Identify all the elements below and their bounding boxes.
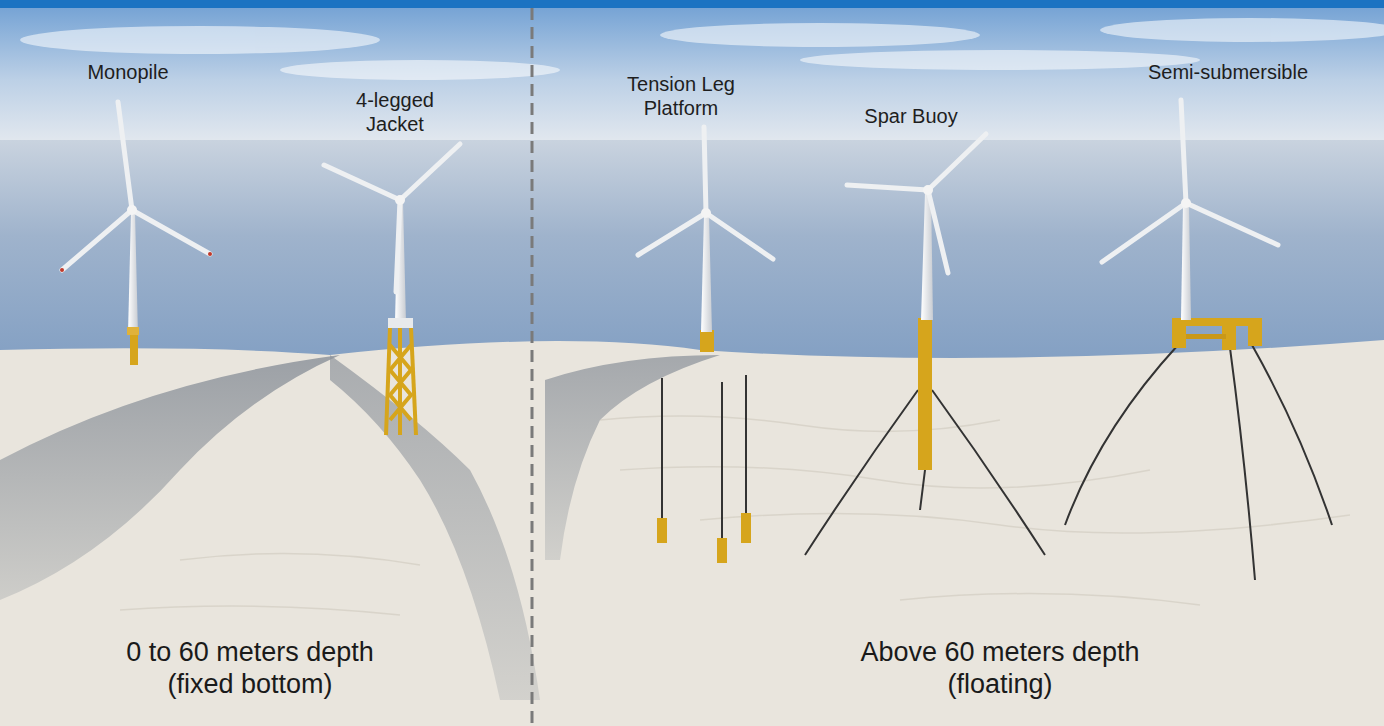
semisub-turbine: [1065, 100, 1332, 580]
seabed: [0, 340, 1384, 726]
label-slot: 4-legged Jacket: [345, 88, 445, 136]
label-slot: Above 60 meters depth (floating): [835, 636, 1165, 701]
label-slot: 0 to 60 meters depth (fixed bottom): [100, 636, 400, 701]
depth-label: Above 60 meters depth (floating): [835, 636, 1165, 701]
label-slot: Tension Leg Platform: [619, 72, 743, 120]
foundation-label: Monopile: [58, 60, 198, 84]
seabed-ridge: [545, 355, 720, 560]
monopile-turbine: [60, 102, 212, 365]
seabed-ridge: [0, 355, 340, 600]
sand-ripples: [120, 416, 1350, 615]
tlp-turbine: [638, 127, 773, 563]
sea: [0, 140, 1384, 380]
foundation-label: Semi-submersible: [1128, 60, 1328, 84]
divider-line: [531, 8, 534, 726]
depth-label: 0 to 60 meters depth (fixed bottom): [100, 636, 400, 701]
foundation-label: 4-legged Jacket: [345, 88, 445, 136]
label-slot: Semi-submersible: [1128, 60, 1328, 84]
label-slot: Monopile: [58, 60, 198, 84]
foundation-label: Tension Leg Platform: [619, 72, 743, 120]
top-bar: [0, 0, 1384, 8]
label-slot: Spar Buoy: [841, 104, 981, 128]
spar-turbine: [805, 134, 1045, 555]
jacket-turbine: [324, 144, 460, 435]
foundation-label: Spar Buoy: [841, 104, 981, 128]
